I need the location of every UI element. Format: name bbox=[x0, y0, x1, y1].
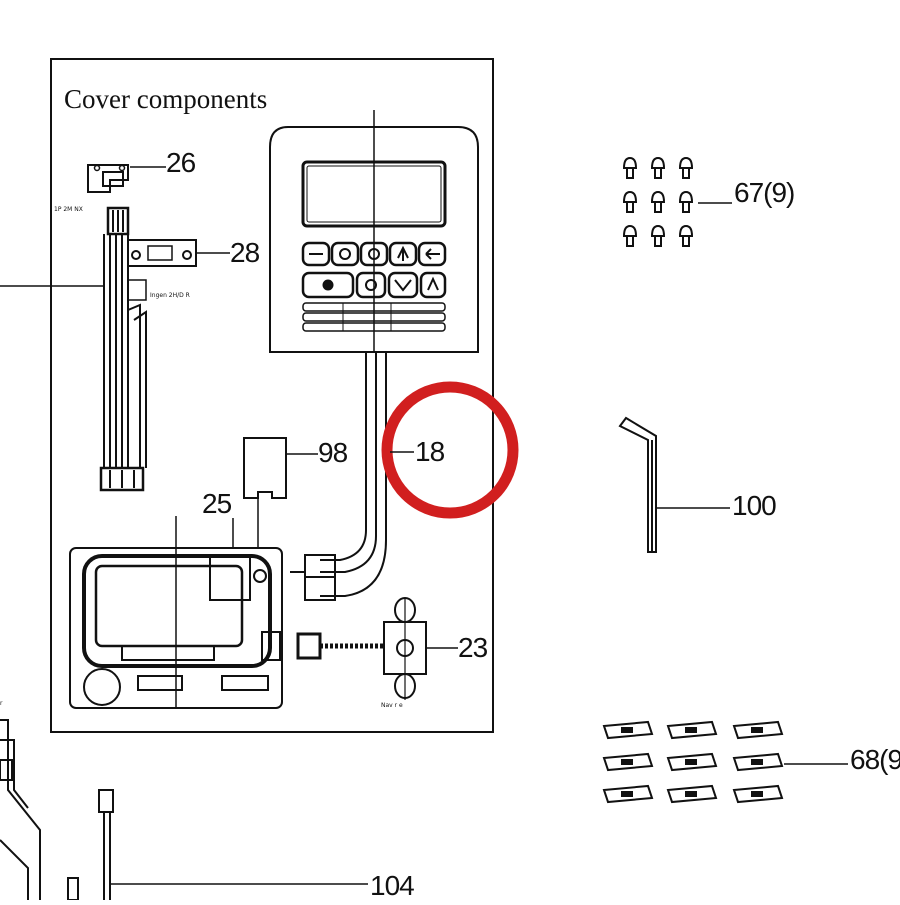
label-23: 23 bbox=[458, 632, 488, 663]
label-100: 100 bbox=[732, 490, 777, 521]
strap-104 bbox=[67, 789, 114, 901]
label-98: 98 bbox=[318, 437, 348, 468]
washers-68 bbox=[602, 720, 784, 804]
screws-67 bbox=[622, 156, 694, 247]
part-98 bbox=[243, 437, 287, 499]
screw-icon bbox=[650, 224, 666, 247]
highlight-circle bbox=[381, 381, 519, 519]
screw-icon bbox=[622, 156, 638, 179]
label-25: 25 bbox=[202, 488, 232, 519]
label-28: 28 bbox=[230, 237, 260, 268]
washer-icon bbox=[732, 752, 784, 772]
screw-icon bbox=[622, 224, 638, 247]
washer-icon bbox=[666, 784, 718, 804]
connector-label-b: Ingen 2H/D R bbox=[150, 292, 190, 299]
sensor-23 bbox=[296, 597, 427, 700]
label-68: 68(9 bbox=[850, 744, 900, 775]
lower-left-bracket bbox=[0, 719, 41, 900]
label-26: 26 bbox=[166, 147, 196, 178]
board-28 bbox=[127, 239, 197, 267]
washer-icon bbox=[666, 720, 718, 740]
connector-label-a: 1P 2M NX bbox=[54, 206, 83, 213]
cable-18 bbox=[290, 352, 387, 601]
washer-icon bbox=[732, 784, 784, 804]
control-panel bbox=[269, 126, 479, 353]
clamp-label: Nav r e bbox=[381, 702, 403, 709]
screw-icon bbox=[650, 156, 666, 179]
cover-components-frame bbox=[50, 58, 494, 733]
screw-icon bbox=[678, 156, 694, 179]
wire-harness bbox=[99, 206, 147, 492]
frame-left-label: r bbox=[0, 700, 3, 707]
hex-key-100 bbox=[618, 416, 657, 553]
label-67: 67(9) bbox=[734, 177, 795, 208]
washer-icon bbox=[602, 752, 654, 772]
screw-icon bbox=[650, 190, 666, 213]
washer-icon bbox=[602, 784, 654, 804]
label-18: 18 bbox=[415, 436, 445, 467]
diagram-title: Cover components bbox=[64, 84, 268, 114]
screw-icon bbox=[622, 190, 638, 213]
screw-icon bbox=[678, 190, 694, 213]
washer-icon bbox=[732, 720, 784, 740]
screw-icon bbox=[678, 224, 694, 247]
board-26 bbox=[87, 164, 129, 193]
washer-icon bbox=[666, 752, 718, 772]
washer-icon bbox=[602, 720, 654, 740]
label-104: 104 bbox=[370, 870, 415, 901]
